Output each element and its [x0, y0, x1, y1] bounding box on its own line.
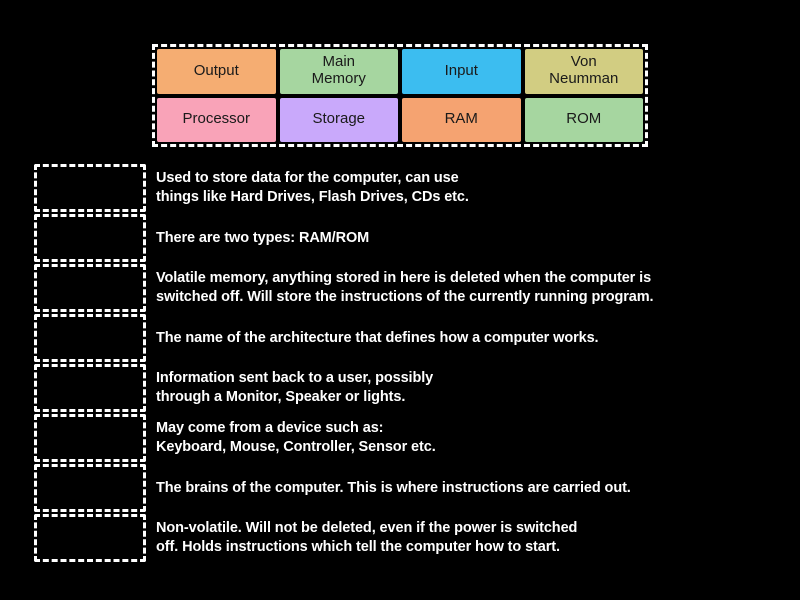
question-row: There are two types: RAM/ROM: [34, 214, 794, 262]
answer-tile-processor[interactable]: Processor: [157, 97, 276, 142]
question-text: The name of the architecture that define…: [156, 329, 599, 346]
question-row: Non-volatile. Will not be deleted, even …: [34, 514, 794, 562]
drop-zone[interactable]: [34, 314, 146, 362]
answer-tile-grid: Output Main Memory Input Von Neumman Pro…: [157, 49, 643, 142]
answer-tile-ram[interactable]: RAM: [402, 97, 521, 142]
drop-zone[interactable]: [34, 464, 146, 512]
drop-zone[interactable]: [34, 264, 146, 312]
drop-zone[interactable]: [34, 164, 146, 212]
question-row: Used to store data for the computer, can…: [34, 164, 794, 212]
question-text: Non-volatile. Will not be deleted, even …: [156, 520, 578, 555]
answer-tile-storage[interactable]: Storage: [279, 97, 398, 142]
question-text: Used to store data for the computer, can…: [156, 170, 469, 205]
question-row-list: Used to store data for the computer, can…: [34, 164, 794, 564]
question-text: Volatile memory, anything stored in here…: [156, 270, 654, 305]
question-row: The brains of the computer. This is wher…: [34, 464, 794, 512]
question-row: The name of the architecture that define…: [34, 314, 794, 362]
question-row: Volatile memory, anything stored in here…: [34, 264, 794, 312]
question-text: Information sent back to a user, possibl…: [156, 370, 434, 405]
answer-tile-input[interactable]: Input: [402, 49, 521, 94]
answer-tile-output[interactable]: Output: [157, 49, 276, 94]
drop-zone[interactable]: [34, 364, 146, 412]
drop-zone[interactable]: [34, 514, 146, 562]
question-text: The brains of the computer. This is wher…: [156, 479, 631, 496]
drop-zone[interactable]: [34, 414, 146, 462]
question-text: There are two types: RAM/ROM: [156, 229, 370, 246]
answer-tile-main-memory[interactable]: Main Memory: [279, 49, 398, 94]
answer-tile-von-neumman[interactable]: Von Neumman: [524, 49, 643, 94]
drop-zone[interactable]: [34, 214, 146, 262]
question-text: May come from a device such as: Keyboard…: [156, 420, 436, 455]
answer-tile-rom[interactable]: ROM: [524, 97, 643, 142]
answer-tile-tray: Output Main Memory Input Von Neumman Pro…: [152, 44, 648, 147]
question-row: May come from a device such as: Keyboard…: [34, 414, 794, 462]
question-row: Information sent back to a user, possibl…: [34, 364, 794, 412]
